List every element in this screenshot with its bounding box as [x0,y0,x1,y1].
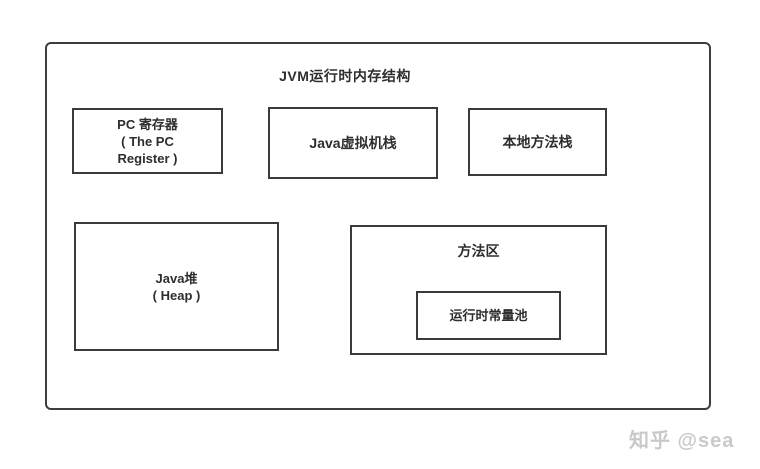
pc-register-label-line1: PC 寄存器 [117,116,178,132]
pc-register-label-line2: ( The PC [121,133,174,149]
runtime-constant-pool-box: 运行时常量池 [416,291,561,340]
pc-register-box: PC 寄存器 ( The PC Register ) [72,108,223,174]
java-heap-label-line1: Java堆 [155,270,198,286]
java-heap-box: Java堆 ( Heap ) [74,222,279,351]
java-vm-stack-box: Java虚拟机栈 [268,107,438,179]
native-method-stack-label: 本地方法栈 [502,133,573,150]
method-area-label: 方法区 [457,243,500,259]
pc-register-label-line3: Register ) [117,150,178,166]
diagram-title: JVM运行时内存结构 [279,68,411,84]
native-method-stack-box: 本地方法栈 [468,108,607,176]
runtime-constant-pool-label: 运行时常量池 [449,308,528,323]
zhihu-watermark: 知乎 @sea [629,430,735,452]
java-heap-label-line2: ( Heap ) [152,287,201,303]
java-vm-stack-label: Java虚拟机栈 [309,134,397,151]
